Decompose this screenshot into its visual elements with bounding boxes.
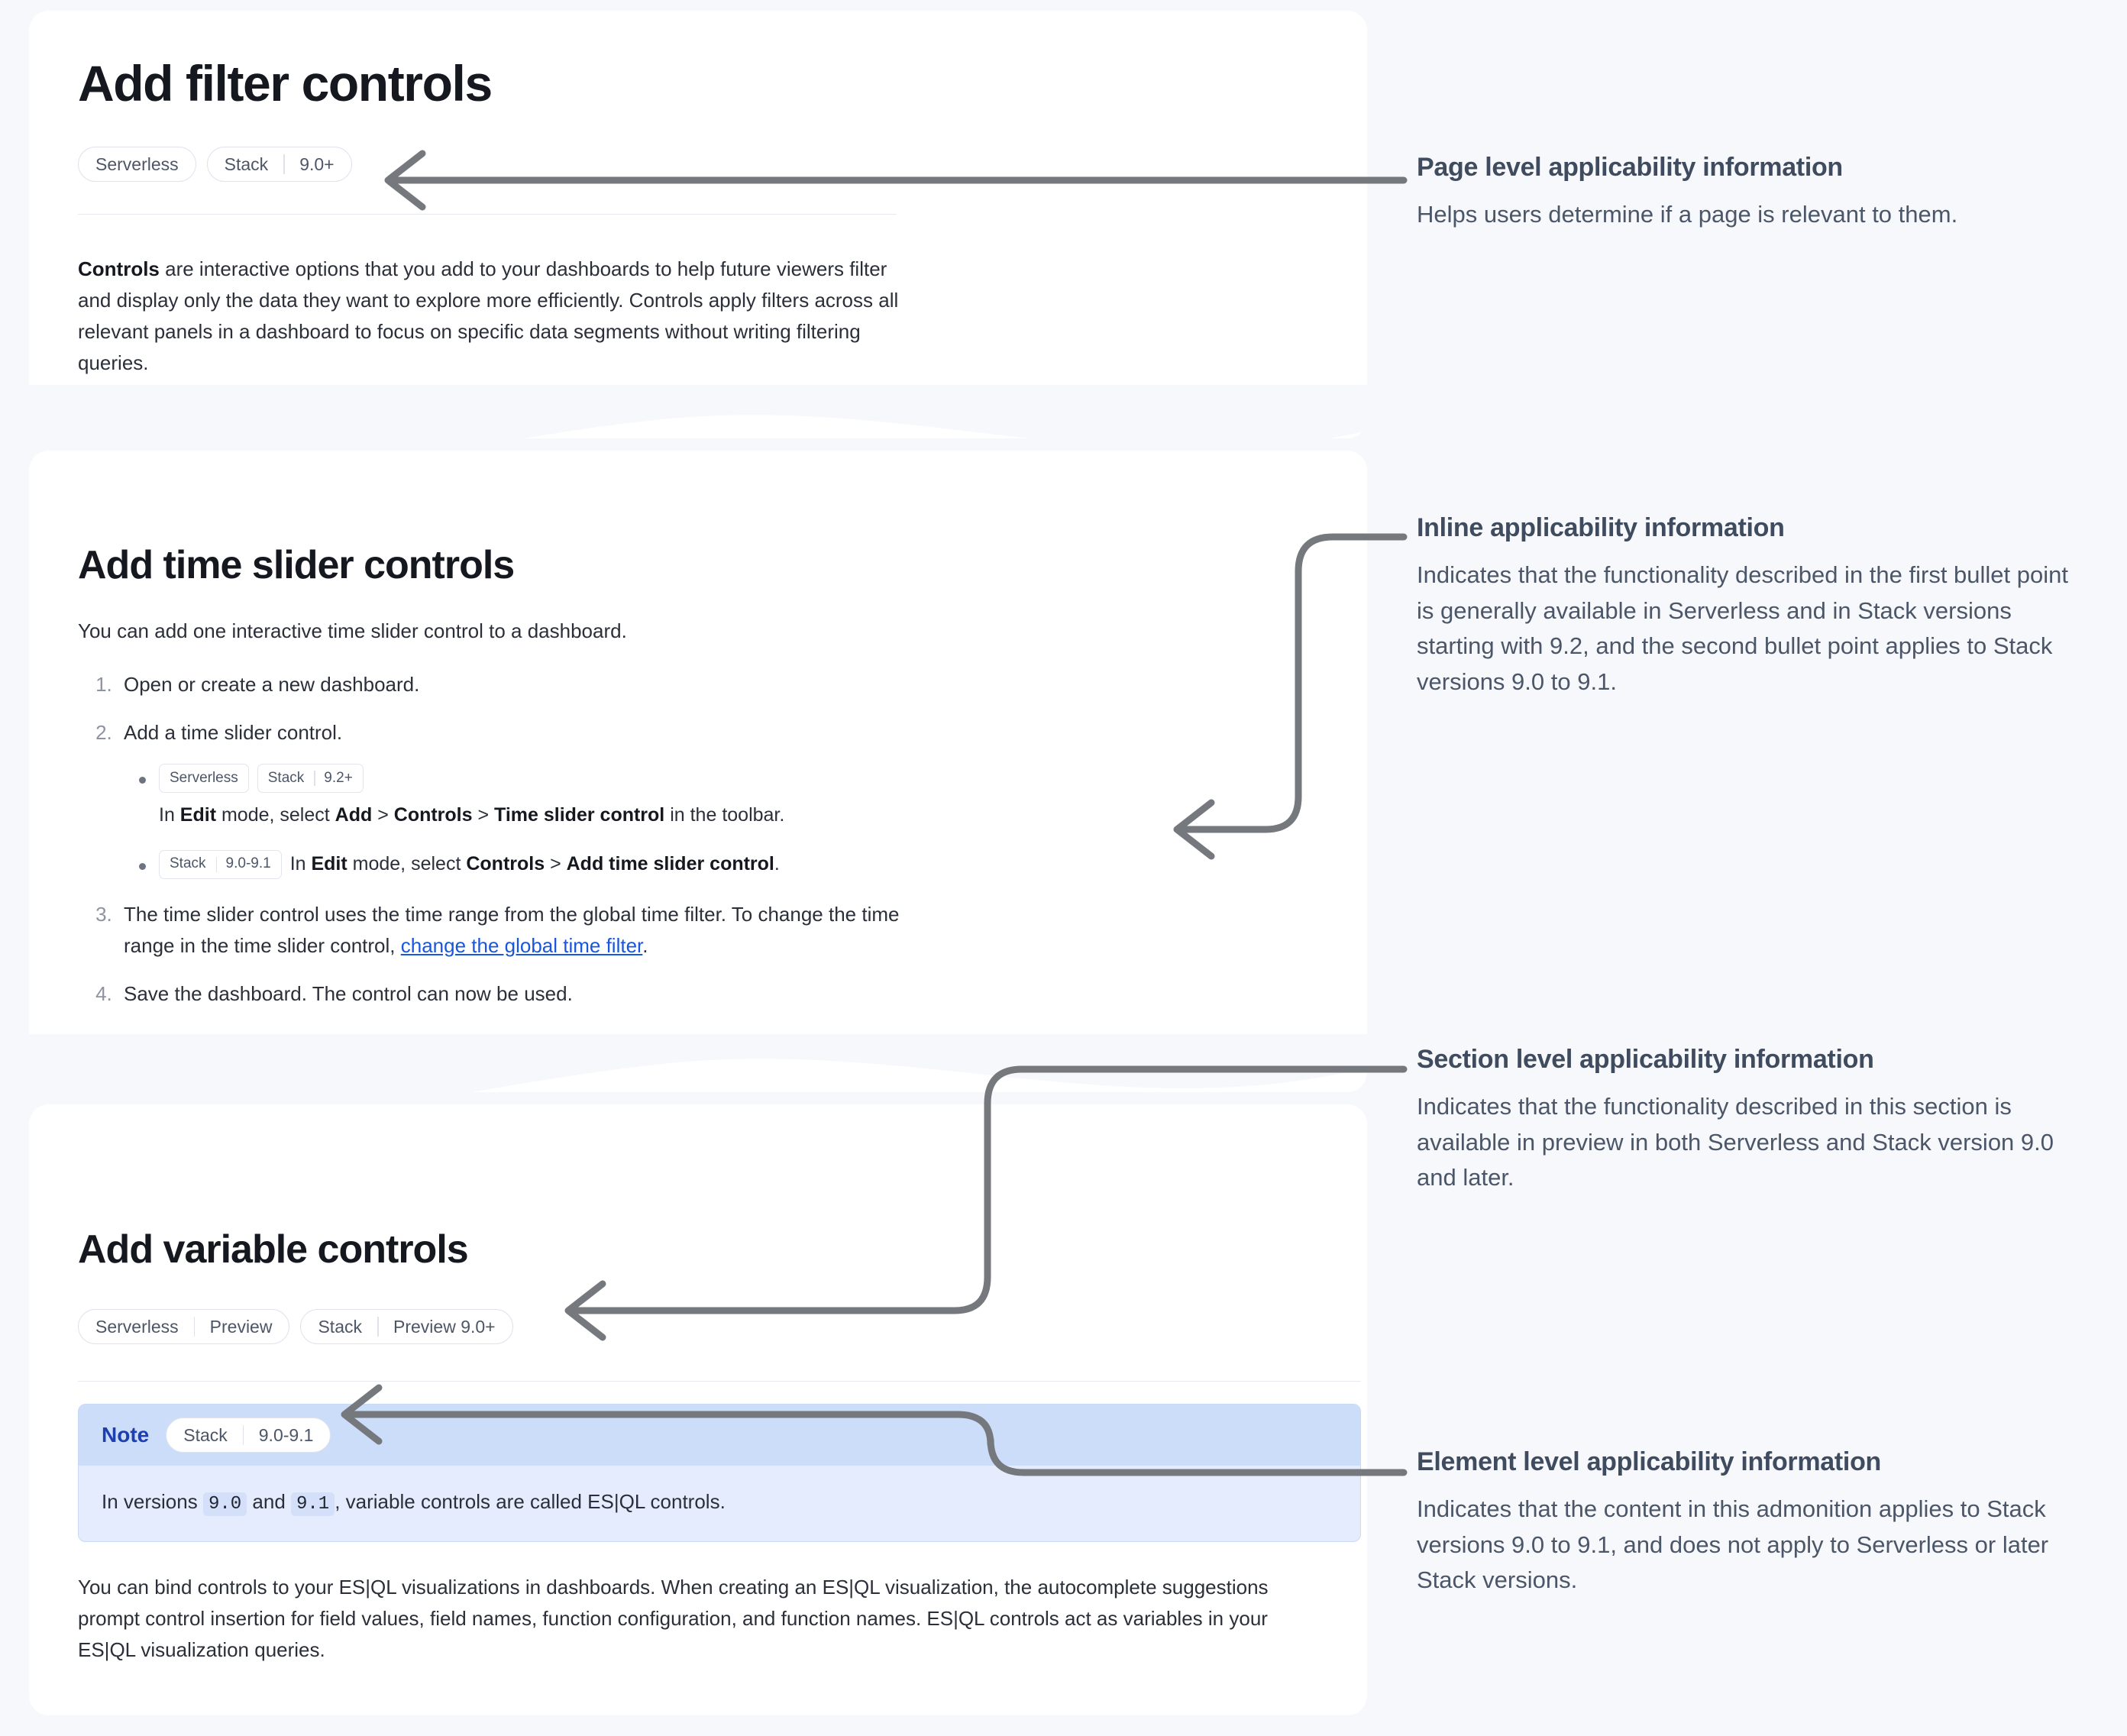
inline-code-version-91: 9.1 [291,1492,335,1516]
step-text-after-link: . [642,933,648,957]
intro-rest: are interactive options that you add to … [78,257,899,375]
badge-serverless[interactable]: Serverless [159,764,249,794]
note-text-before: In versions [102,1490,203,1513]
badge-segment-product: Stack [170,855,206,872]
variable-controls-paragraph: You can bind controls to your ES|QL visu… [78,1576,1269,1662]
list-item: Open or create a new dashboard. [118,669,918,700]
list-item: Add a time slider control. Serverless St… [118,717,918,879]
section-divider [78,1381,1361,1382]
change-global-time-filter-link[interactable]: change the global time filter [400,933,643,957]
annotation-title: Section level applicability information [1417,1045,1874,1074]
badge-stack-version[interactable]: Stack 9.0-9.1 [166,1418,331,1453]
note-admonition-body: In versions 9.0 and 9.1, variable contro… [79,1466,1360,1541]
badge-stack-version[interactable]: Stack 9.2+ [257,764,364,794]
badge-segment-product: Serverless [170,769,238,786]
annotation-title: Element level applicability information [1417,1447,1882,1476]
badge-segment-lifecycle-version: Preview 9.0+ [377,1317,496,1337]
badge-segment-version: 9.0+ [283,154,334,175]
page-applicability-badges: Serverless Stack 9.0+ [78,147,352,182]
annotation-inline-level: Inline applicability information Indicat… [1417,513,2074,700]
note-text-mid: and [247,1490,291,1513]
step-text: Save the dashboard. The control can now … [124,981,573,1005]
badge-serverless[interactable]: Serverless [78,147,196,182]
step-text-before-link: The time slider control uses the time ra… [124,902,900,957]
documentation-preview: Add filter controls Serverless Stack 9.0… [29,11,1367,1715]
section-heading-time-slider: Add time slider controls [78,543,515,587]
variable-controls-section-card: Add variable controls Serverless Preview… [29,1104,1367,1715]
time-slider-section-card: Add time slider controls You can add one… [29,451,1367,1092]
header-divider [78,214,897,215]
badge-segment-product: Stack [318,1316,362,1337]
step-text: Add a time slider control. [124,721,343,745]
annotation-body: Indicates that the content in this admon… [1417,1495,2049,1594]
inline-code-version-90: 9.0 [202,1492,247,1516]
badge-segment-product: Stack [224,154,269,174]
annotation-title: Inline applicability information [1417,513,1785,542]
badge-segment-product: Stack [267,769,305,786]
badge-segment-lifecycle: Preview [194,1317,273,1337]
note-text-after: , variable controls are called ES|QL con… [335,1490,726,1513]
step-text: Open or create a new dashboard. [124,673,420,696]
badge-stack-preview-version[interactable]: Stack Preview 9.0+ [300,1309,513,1344]
annotation-element-level: Element level applicability information … [1417,1447,2074,1599]
list-item: The time slider control uses the time ra… [118,899,918,962]
note-admonition-header: Note Stack 9.0-9.1 [79,1405,1360,1466]
badge-segment-version: 9.0-9.1 [216,853,271,875]
time-slider-steps: Open or create a new dashboard. Add a ti… [78,669,918,1026]
note-admonition: Note Stack 9.0-9.1 In versions 9.0 and 9… [78,1404,1361,1542]
substep-text: In Edit mode, select Controls > Add time… [289,852,780,874]
badge-segment-version: 9.2+ [314,768,353,790]
intro-paragraph: Controls are interactive options that yo… [78,254,907,379]
badge-segment-product: Serverless [95,1316,179,1337]
badge-stack-version[interactable]: Stack 9.0+ [206,147,352,182]
substep-text: In Edit mode, select Add > Controls > Ti… [159,804,785,826]
badge-stack-version[interactable]: Stack 9.0-9.1 [159,849,282,879]
annotation-body: Indicates that the functionality describ… [1417,1093,2054,1191]
page-title: Add filter controls [78,55,493,112]
annotation-title: Page level applicability information [1417,153,1843,182]
list-item: Save the dashboard. The control can now … [118,978,918,1010]
annotation-body: Helps users determine if a page is relev… [1417,201,1958,228]
annotation-section-level: Section level applicability information … [1417,1045,2074,1196]
badge-segment-version: 9.0-9.1 [243,1425,314,1446]
badge-segment-product: Stack [183,1424,228,1445]
annotation-page-level: Page level applicability information Hel… [1417,153,2074,233]
intro-lead-term: Controls [78,257,160,280]
badge-segment-product: Serverless [95,154,179,174]
page-header-card: Add filter controls Serverless Stack 9.0… [29,11,1367,438]
section-heading-variable-controls: Add variable controls [78,1227,469,1272]
time-slider-substeps: Serverless Stack 9.2+ In Edit mode, sele… [124,764,918,879]
list-item: Serverless Stack 9.2+ In Edit mode, sele… [139,764,918,830]
list-item: Stack 9.0-9.1 In Edit mode, select Contr… [139,849,918,879]
annotation-body: Indicates that the functionality describ… [1417,561,2068,695]
note-label: Note [102,1423,150,1447]
time-slider-intro: You can add one interactive time slider … [78,619,627,642]
section-applicability-badges: Serverless Preview Stack Preview 9.0+ [78,1309,513,1344]
badge-serverless-preview[interactable]: Serverless Preview [78,1309,290,1344]
